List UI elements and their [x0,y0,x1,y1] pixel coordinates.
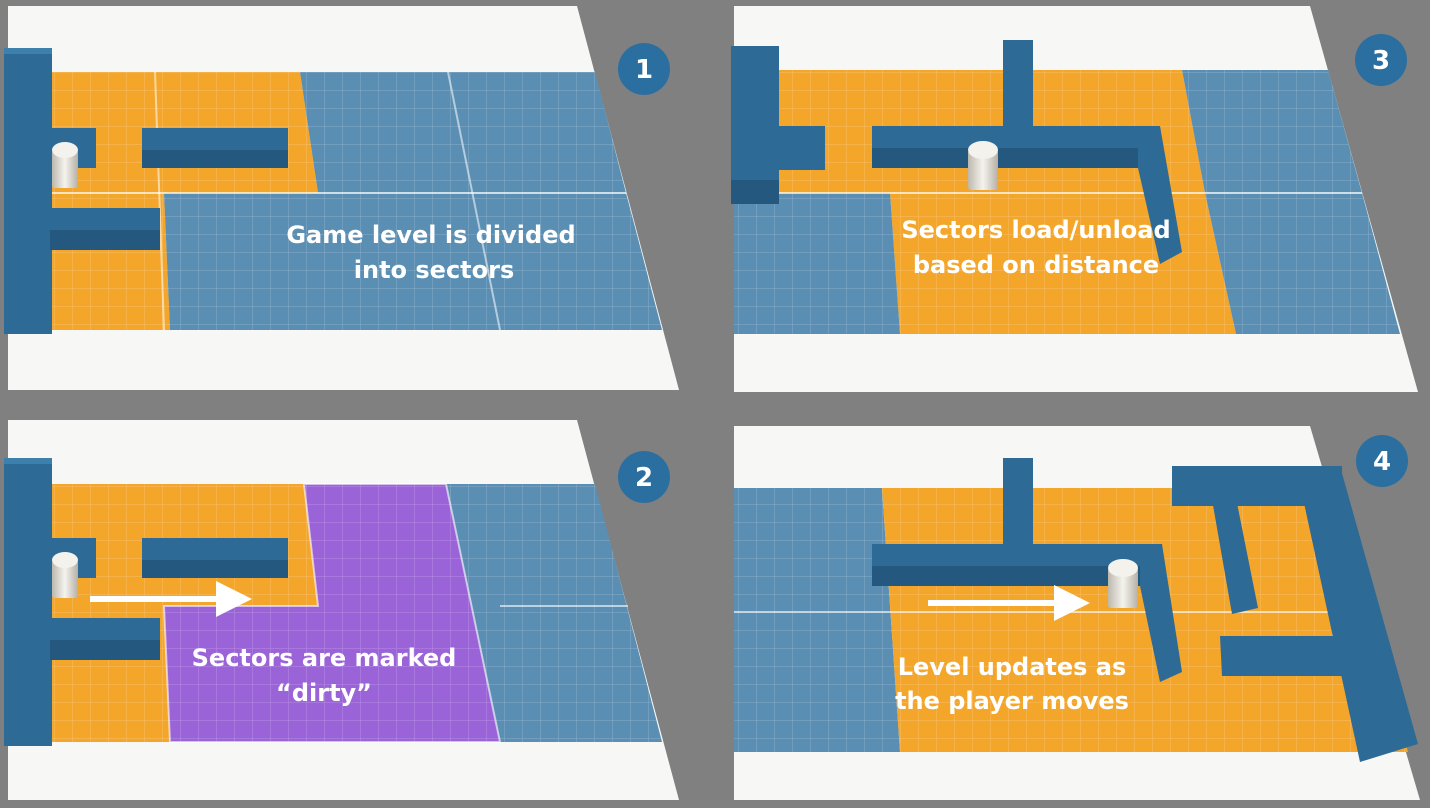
caption-line-1: Sectors load/unload [901,216,1170,244]
wall [4,48,288,334]
caption-line-2: the player moves [895,687,1129,715]
player [968,141,998,190]
player [1108,559,1138,608]
step-badge-3: 3 [1355,34,1407,86]
panel-4: 4 Level updates as the player moves [734,426,1420,800]
panel-2: 2 Sectors are marked “dirty” [4,420,679,800]
player [52,142,78,188]
caption-line-2: based on distance [913,251,1159,279]
sector-grid [734,70,1400,334]
caption-line-2: “dirty” [276,679,372,707]
step-number: 4 [1373,447,1391,477]
step-badge-4: 4 [1356,435,1408,487]
player [52,552,78,598]
caption-line-1: Level updates as [898,653,1127,681]
caption-line-1: Game level is divided [286,221,575,249]
caption-line-1: Sectors are marked [192,644,457,672]
wall [731,40,1182,264]
step-badge-1: 1 [618,43,670,95]
sector-grid [8,72,662,330]
step-number: 1 [635,55,653,85]
step-number: 2 [635,463,653,493]
panel-1: 1 Game level is divided into sectors [4,6,679,390]
step-number: 3 [1372,46,1390,76]
caption-line-2: into sectors [354,256,515,284]
panel-3: 3 Sectors load/unload based on distance [731,6,1418,392]
step-badge-2: 2 [618,451,670,503]
